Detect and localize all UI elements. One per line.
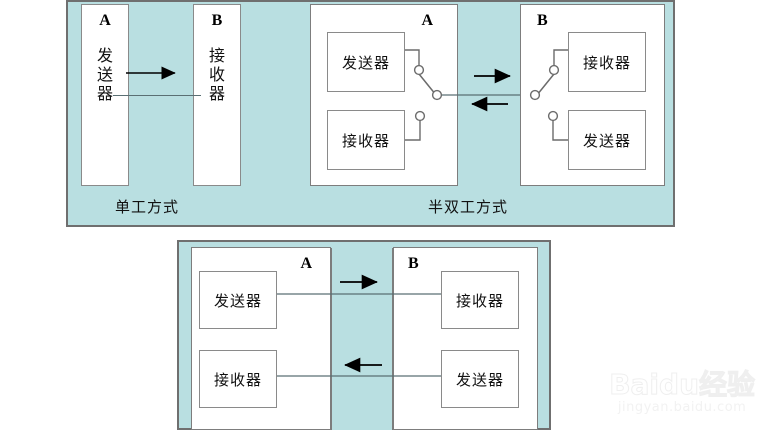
simplex-node-b-char-1: 接: [208, 46, 225, 65]
fullduplex-node-b-tag: B: [408, 255, 419, 272]
simplex-node-a-char-1: 发: [96, 46, 113, 65]
halfduplex-a-receiver-label: 接收器: [341, 131, 390, 150]
fullduplex-a-transmitter-box: 发送器: [199, 271, 277, 329]
halfduplex-a-receiver-box: 接收器: [327, 110, 405, 170]
simplex-node-b-tag: B: [211, 12, 223, 29]
simplex-caption: 单工方式: [115, 198, 180, 216]
fullduplex-a-receiver-box: 接收器: [199, 350, 277, 408]
halfduplex-b-transmitter-box: 发送器: [568, 110, 646, 170]
halfduplex-a-transmitter-label: 发送器: [341, 53, 390, 72]
simplex-node-a-box: A 发 送 器: [81, 4, 129, 186]
fullduplex-b-transmitter-label: 发送器: [455, 370, 504, 389]
halfduplex-b-transmitter-label: 发送器: [582, 131, 631, 150]
fullduplex-a-receiver-label: 接收器: [213, 370, 262, 389]
halfduplex-node-a-tag: A: [421, 12, 433, 29]
watermark-url: jingyan.baidu.com: [617, 400, 747, 415]
fullduplex-b-receiver-box: 接收器: [441, 271, 519, 329]
simplex-node-a-char-3: 器: [96, 83, 113, 103]
simplex-node-b-char-2: 收: [208, 64, 225, 84]
simplex-node-a-char-2: 送: [96, 64, 113, 84]
watermark-brand: Baidu经验: [609, 368, 756, 401]
fullduplex-b-receiver-label: 接收器: [455, 291, 504, 310]
simplex-node-a-label: 发 送 器: [82, 46, 128, 104]
halfduplex-b-receiver-label: 接收器: [582, 53, 631, 72]
simplex-connection-line: [113, 95, 201, 96]
fullduplex-node-a-tag: A: [300, 255, 312, 272]
fullduplex-channel-gap: [331, 248, 393, 430]
fullduplex-b-transmitter-box: 发送器: [441, 350, 519, 408]
halfduplex-caption: 半双工方式: [428, 198, 509, 216]
simplex-node-a-tag: A: [99, 12, 111, 29]
halfduplex-b-receiver-box: 接收器: [568, 32, 646, 92]
simplex-node-b-label: 接 收 器: [194, 46, 240, 104]
halfduplex-a-transmitter-box: 发送器: [327, 32, 405, 92]
simplex-node-b-char-3: 器: [208, 83, 225, 103]
fullduplex-a-transmitter-label: 发送器: [213, 291, 262, 310]
halfduplex-node-b-tag: B: [537, 12, 548, 29]
watermark: Baidu经验 jingyan.baidu.com: [609, 368, 756, 416]
